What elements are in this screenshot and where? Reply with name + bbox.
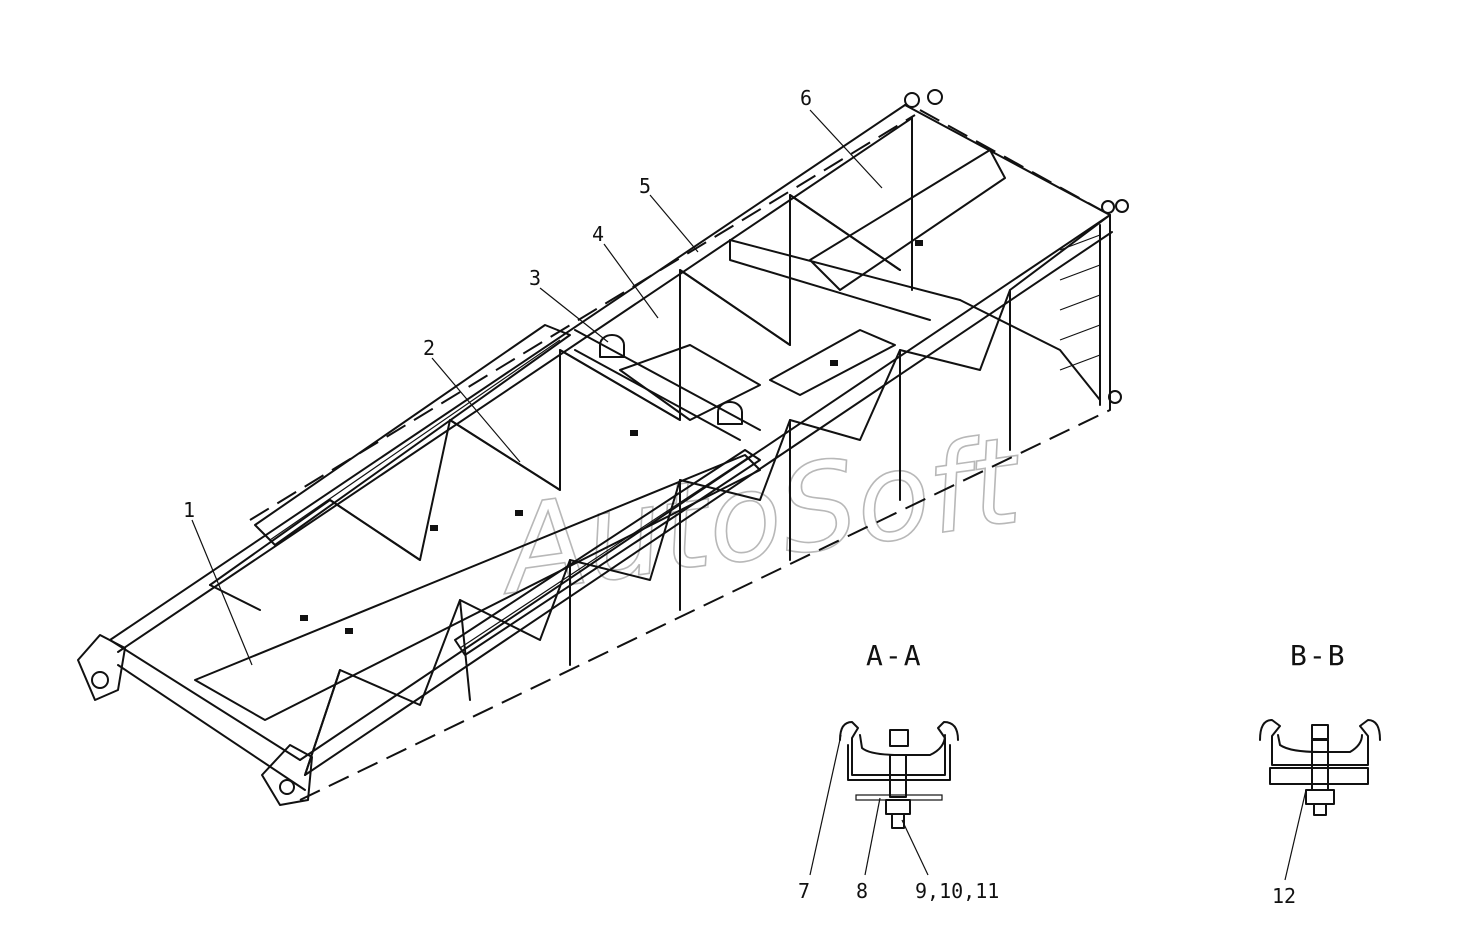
callout-group: 1 2 3 4 5 6 xyxy=(183,86,883,666)
callout-2: 2 xyxy=(423,336,435,360)
section-a-a-title: A-A xyxy=(866,639,923,672)
section-b-b-title: B-B xyxy=(1290,639,1347,672)
boom-section xyxy=(77,89,1129,806)
callout-7: 7 xyxy=(798,879,810,903)
callout-5: 5 xyxy=(639,174,651,198)
callout-6: 6 xyxy=(800,86,812,110)
callout-4: 4 xyxy=(592,222,604,246)
callout-3: 3 xyxy=(529,266,541,290)
callout-12: 12 xyxy=(1272,884,1296,908)
section-a-a: A-A 7 8 9,10,11 xyxy=(798,639,999,903)
callout-8: 8 xyxy=(856,879,868,903)
callout-9-10-11: 9,10,11 xyxy=(915,879,999,903)
walkway-gratings xyxy=(194,149,1006,721)
callout-1: 1 xyxy=(183,498,195,522)
section-b-b: B-B 12 xyxy=(1259,639,1381,908)
